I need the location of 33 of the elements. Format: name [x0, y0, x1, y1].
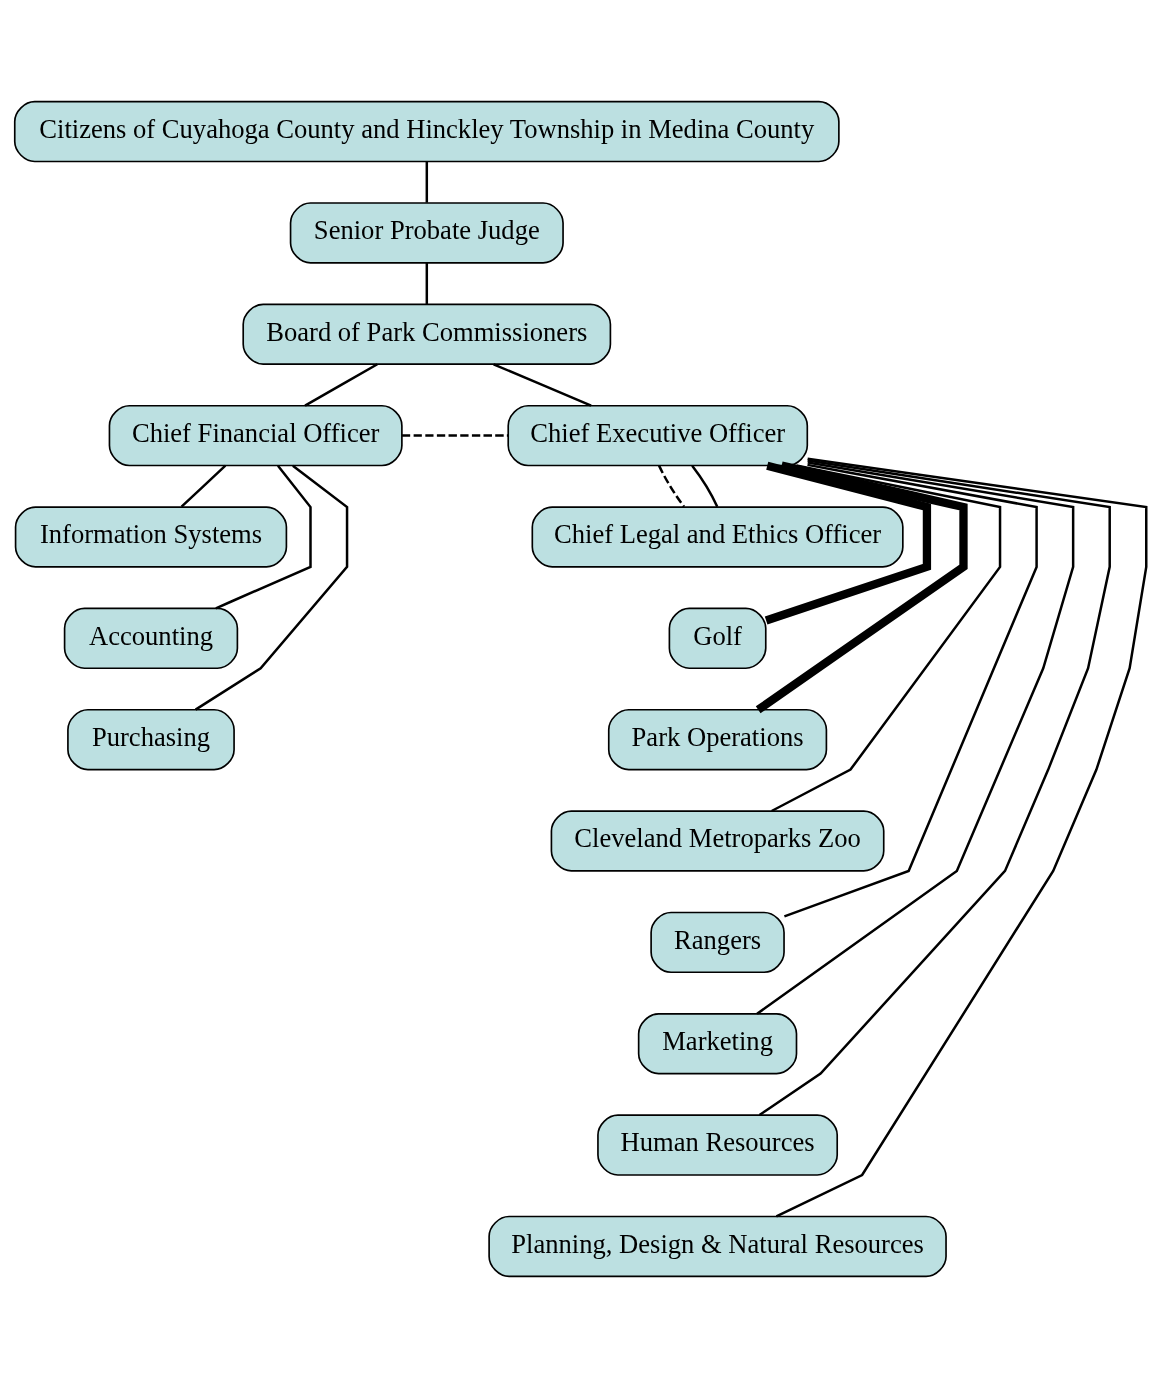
node-box: Marketing: [637, 1013, 798, 1075]
connector: [402, 434, 509, 437]
connector: [758, 459, 1111, 1117]
connector: [304, 363, 378, 407]
connector: [764, 461, 932, 625]
node-box: Rangers: [650, 911, 785, 974]
node-box: Information Systems: [14, 506, 288, 568]
node-box: Chief Legal and Ethics Officer: [531, 506, 904, 568]
connector: [783, 463, 1038, 918]
node-box: Cleveland Metroparks Zoo: [550, 810, 885, 872]
node-box: Human Resources: [597, 1114, 839, 1176]
connector: [180, 464, 227, 508]
connector: [425, 262, 429, 304]
node-box: Chief Executive Officer: [507, 404, 809, 467]
node-box: Park Operations: [607, 708, 828, 771]
node-box: Board of Park Commissioners: [242, 303, 612, 365]
node-box: Chief Financial Officer: [108, 404, 403, 467]
connector: [756, 461, 1075, 1015]
connector: [755, 461, 968, 714]
node-box: Planning, Design & Natural Resources: [488, 1215, 947, 1278]
node-box: Accounting: [63, 607, 239, 670]
connector: [493, 363, 592, 407]
node-box: Citizens of Cuyahoga County and Hinckley Township in Medina County: [13, 100, 840, 163]
connector: [657, 465, 686, 508]
connector: [194, 464, 349, 711]
connector: [425, 161, 429, 203]
node-box: Purchasing: [67, 708, 235, 771]
node-box: Golf: [668, 607, 767, 670]
connector: [691, 464, 719, 508]
connector: [215, 464, 312, 610]
connector: [775, 457, 1148, 1218]
connector: [771, 464, 1002, 813]
node-box: Senior Probate Judge: [289, 202, 564, 264]
